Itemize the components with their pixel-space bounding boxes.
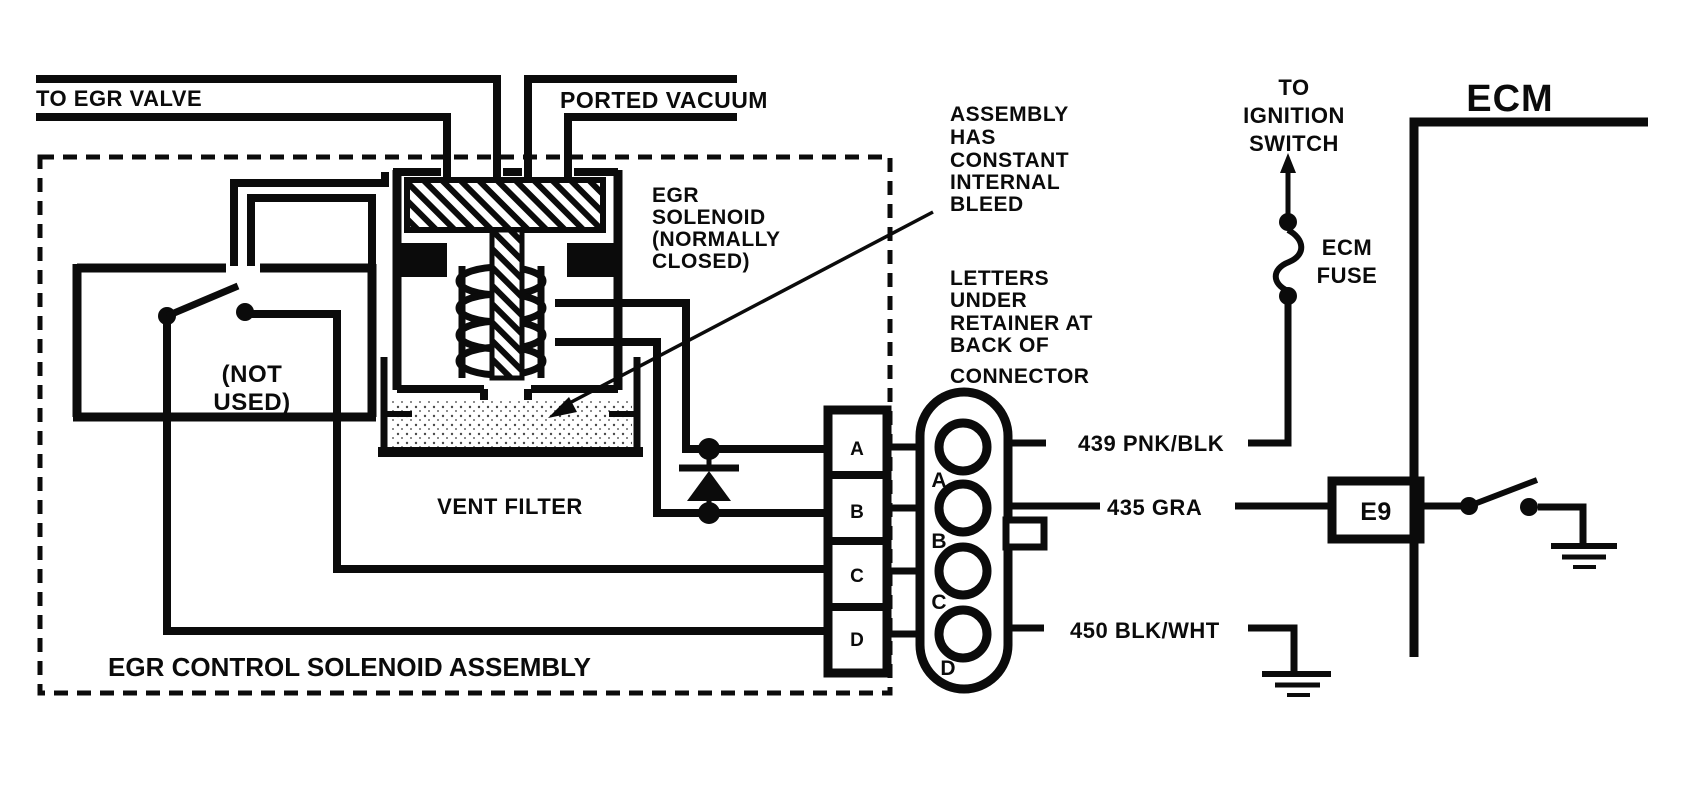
letters-note-5: CONNECTOR [950,365,1089,388]
internal-bleed-valve [679,438,739,524]
egr-solenoid-label-1: EGR [652,184,699,207]
vent-filter-label: VENT FILTER [437,494,583,519]
letters-note-2: UNDER [950,289,1027,312]
letters-note-3: RETAINER AT [950,312,1093,335]
ecm-internal-switch [1419,477,1587,544]
ecm-fuse-label-1: ECM [1322,235,1372,260]
oval-pin-letter-d: D [940,657,955,680]
letters-note-1: LETTERS [950,267,1049,290]
solenoid-cavity-walls [458,266,545,378]
oval-pin-letter-a: A [931,469,946,492]
wire-pin-a [555,299,828,453]
connector-oval [915,387,1048,694]
ecm-terminal-e9-box [1327,476,1425,544]
solenoid-coil-block-right [567,243,622,277]
oval-pin-letter-c: C [931,591,946,614]
wire-439-pnk-blk [1007,296,1292,447]
ecm-title: ECM [1466,78,1553,120]
bleed-note-3: CONSTANT [950,149,1069,172]
wire-450-blk-wht [1007,624,1298,672]
pinbox-letter-a: A [850,439,864,460]
not-used-label-2: USED) [213,389,290,416]
coil-wire-left-inner [247,194,376,266]
labels-layer: TO EGR VALVE PORTED VACUUM EGRSOLENOID(NOR… [36,75,1553,682]
solenoid-plunger-shaft [489,227,525,381]
letters-note-4: BACK OF [950,334,1049,357]
pipe-ported-vacuum-outer [524,75,737,180]
pinbox-letter-c: C [850,566,864,587]
connector-cavity-b [934,479,992,537]
ground-icon [1262,671,1331,697]
bleed-note-1: ASSEMBLY [950,103,1069,126]
solenoid-armature-cap [404,177,606,233]
wire-pin-c [245,310,828,573]
not-used-label-1: (NOT [222,361,283,388]
bleed-note-2: HAS [950,126,996,149]
pipe-to-egr-valve-inner [36,113,451,180]
pipe-to-egr-valve-outer [36,75,501,180]
wire-pin-b [555,338,828,517]
bleed-note-4: INTERNAL [950,171,1060,194]
ecm-boundary [1409,117,1648,657]
to-ignition-label-2: IGNITION [1243,103,1345,128]
to-ignition-label-1: TO [1278,75,1309,100]
connector-cavity-c [934,542,992,600]
pinbox-letter-d: D [850,630,864,651]
egr-solenoid-label-2: SOLENOID [652,206,766,229]
egr-solenoid-label-3: (NORMALLY [652,228,781,251]
solenoid-coil-block-left [393,243,447,277]
vent-filter-media [392,400,632,448]
assembly-title: EGR CONTROL SOLENOID ASSEMBLY [108,652,591,682]
pinbox-letter-b: B [850,502,864,523]
coil-wire-left-outer [230,172,389,266]
to-egr-valve-label: TO EGR VALVE [36,86,202,111]
connector-cavity-d [934,605,992,663]
oval-pin-letter-b: B [931,530,946,553]
connector-lock-tab [1002,516,1048,551]
not-used-switch-box [72,263,377,422]
pin-terminal-boxes [823,405,892,678]
e9-terminal-label: E9 [1360,498,1392,526]
bleed-note-5: BLEED [950,193,1024,216]
wire-439-label: 439 PNK/BLK [1078,431,1224,456]
ground-icon [1551,543,1617,569]
wire-450-label: 450 BLK/WHT [1070,618,1220,643]
to-ignition-label-3: SWITCH [1249,131,1339,156]
pin-stub-wires [887,443,922,638]
pipe-ported-vacuum-inner [564,113,737,180]
connector-cavity-a [934,418,992,476]
ported-vacuum-label: PORTED VACUUM [560,87,768,113]
bleed-note-pointer [548,210,934,418]
wire-pin-d [163,316,828,635]
egr-solenoid-label-4: CLOSED) [652,250,750,273]
ecm-fuse-symbol [1272,153,1305,305]
wire-435-label: 435 GRA [1107,495,1202,520]
ecm-fuse-label-2: FUSE [1317,263,1378,288]
arrow-up-icon [1280,153,1296,173]
